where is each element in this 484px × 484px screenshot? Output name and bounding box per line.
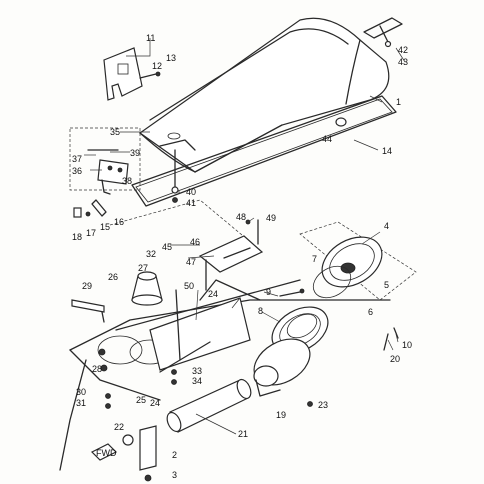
label-44: 44 [322,134,332,144]
latch-assembly [87,149,129,195]
grommet [335,117,347,127]
bracket-plate [103,47,161,101]
label-16: 16 [114,217,124,227]
label-14: 14 [382,146,392,156]
label-11: 11 [146,33,155,43]
part-labels: 11 12 13 42 43 1 44 14 35 39 37 36 38 40… [72,33,412,480]
label-15: 15 [100,222,110,232]
label-18: 18 [72,232,82,242]
label-7: 7 [312,254,317,264]
label-10: 10 [402,340,412,350]
label-2: 2 [172,450,177,460]
label-23: 23 [318,400,328,410]
label-19: 19 [276,410,286,420]
label-17: 17 [86,228,96,238]
label-24-bottom: 24 [150,398,160,408]
label-47: 47 [186,257,196,267]
label-9: 9 [266,287,271,297]
fwd-direction-tag: FWD [90,443,118,461]
label-21: 21 [238,429,248,439]
label-34: 34 [192,376,202,386]
label-45: 45 [162,242,172,252]
fwd-tag-text: FWD [96,448,117,458]
inspection-cover [312,236,383,299]
label-36: 36 [72,166,82,176]
label-31: 31 [76,398,86,408]
pins [279,288,399,351]
label-32: 32 [146,249,156,259]
clamp-bracket [122,425,157,482]
label-49: 49 [266,213,276,223]
hood-seal [131,95,397,207]
label-43: 43 [398,57,408,67]
label-25: 25 [136,395,146,405]
muffler [166,378,252,433]
label-3: 3 [172,470,177,480]
label-48: 48 [236,212,246,222]
label-1: 1 [396,97,401,107]
mounting-bracket [198,219,264,291]
label-12: 12 [152,61,162,71]
label-5: 5 [384,280,389,290]
misc-bolts [105,369,313,409]
label-39: 39 [130,148,140,158]
side-bracket [71,299,105,323]
exhaust-outlet [253,338,311,397]
label-24-top: 24 [208,289,218,299]
label-22: 22 [114,422,124,432]
vent-duct [131,271,163,306]
label-4: 4 [384,221,389,231]
guide-line [109,199,261,251]
label-20: 20 [390,354,400,364]
detail-box-left [69,127,141,191]
label-38: 38 [122,176,132,186]
label-33: 33 [192,366,202,376]
label-30: 30 [76,387,86,397]
small-hardware [73,199,107,218]
label-46: 46 [190,237,200,247]
hood-cover [139,17,390,173]
latch-hook [363,17,403,48]
label-26: 26 [108,272,118,282]
label-37: 37 [72,154,82,164]
label-27: 27 [138,263,148,273]
label-8: 8 [258,306,263,316]
label-50: 50 [184,281,194,291]
label-40: 40 [186,187,196,197]
hood-bolt [171,149,179,203]
duct-panel [149,289,251,373]
label-6: 6 [368,307,373,317]
label-28: 28 [92,364,102,374]
label-41: 41 [186,198,196,208]
label-35: 35 [110,127,120,137]
label-13: 13 [166,53,176,63]
leader-lines [84,38,406,435]
label-42: 42 [398,45,408,55]
label-29: 29 [82,281,92,291]
